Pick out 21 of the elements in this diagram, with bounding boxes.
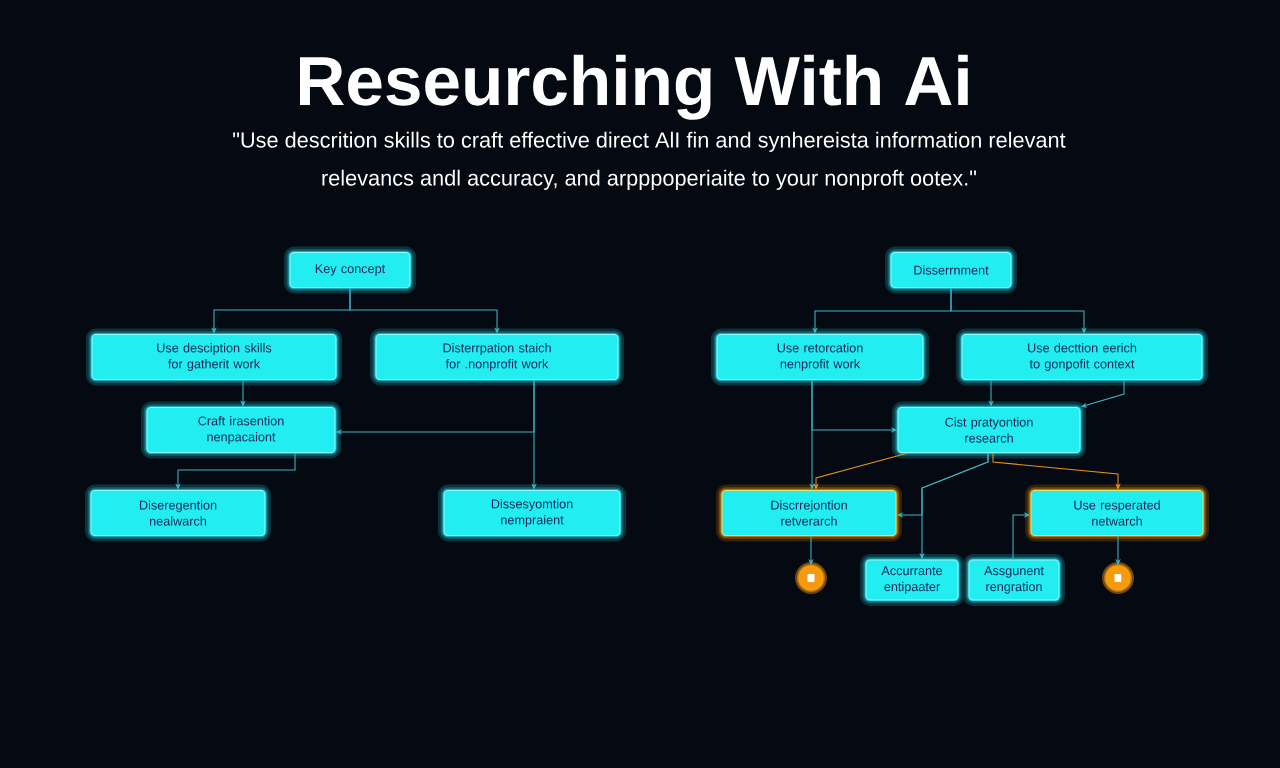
process-box: Use decttion eerich to gonpofit context (956, 328, 1208, 386)
end-dot (1102, 562, 1134, 594)
arrow (992, 452, 1121, 490)
process-box: Assgunent rengration (963, 554, 1065, 606)
process-box: Discrrejontion retverarch (716, 484, 902, 542)
process-box: Disterrpation staich for .nonprofit work (370, 328, 624, 386)
arrow (349, 287, 500, 334)
process-box: Key concept (284, 246, 416, 294)
subtitle: "Use descrition skills to craft effective direct AlI fin and synhereista information relevant relevancs andl accuracy, and arpppoperiaite to your nonproft ootex." (233, 131, 1066, 190)
process-box: Dissesyomtion nempraient (438, 484, 626, 542)
process-box: Craft irasention nenpacaiont (141, 401, 341, 459)
process-box: Cist pratyontion research (892, 401, 1086, 459)
process-box: Use resperated netwarch (1025, 484, 1209, 542)
arrow (950, 287, 1087, 334)
process-box: Accurrante entipaater (860, 554, 964, 606)
process-box: Diseregention nealwarch (85, 484, 271, 542)
title: Reseurching With Ai (299, 54, 968, 120)
end-dot (795, 562, 827, 594)
process-box: Disserrnment (885, 246, 1017, 294)
process-box: Use desciption skills for gatherit work (86, 328, 342, 386)
process-box: Use retorcation nenprofit work (711, 328, 929, 386)
